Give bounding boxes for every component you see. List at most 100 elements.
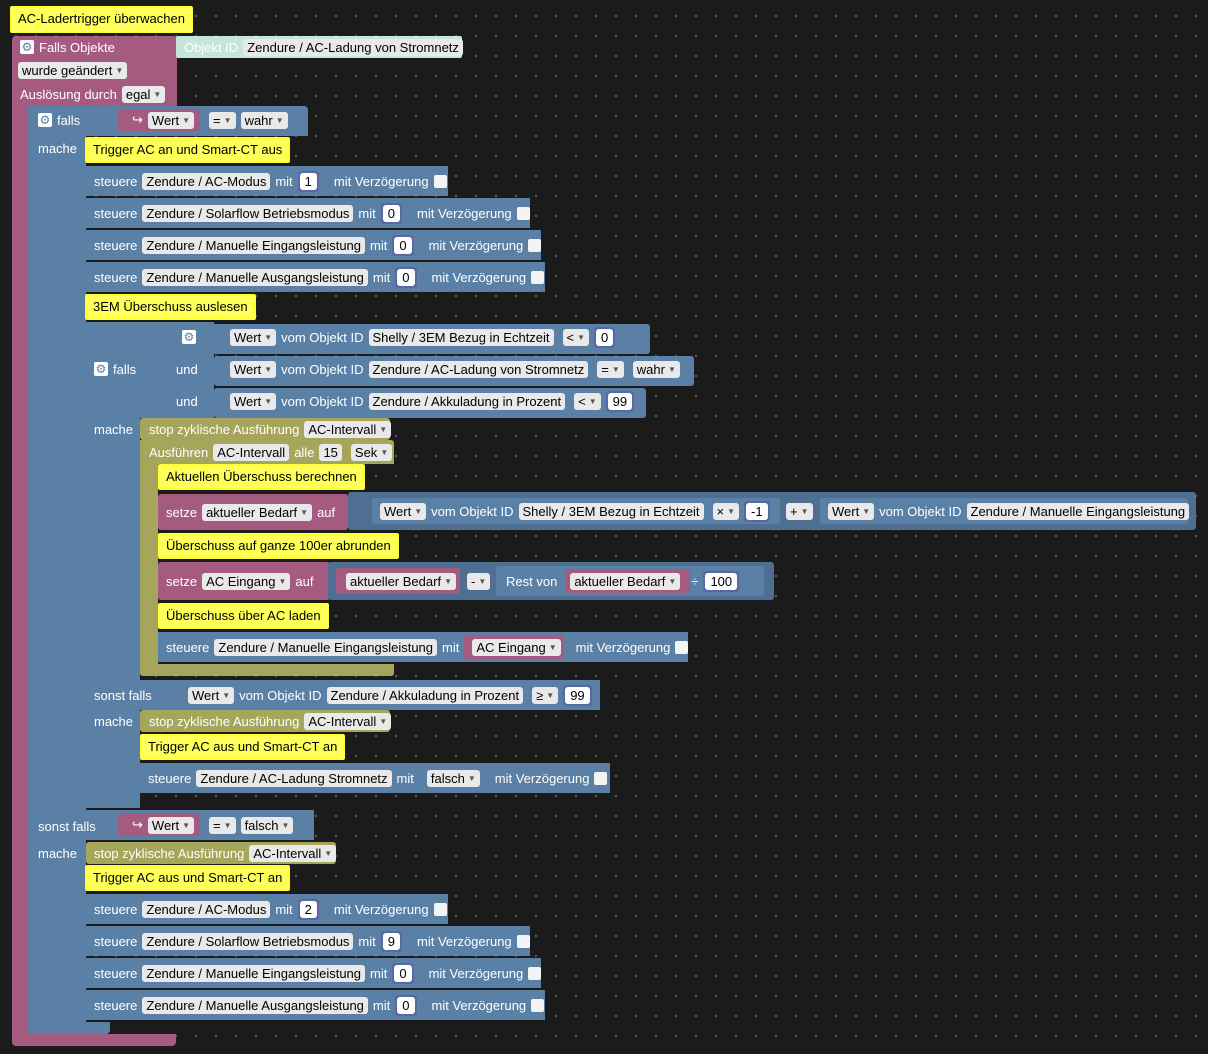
variable-dropdown[interactable]: AC Eingang▼ — [202, 572, 291, 590]
ausloesung-dropdown[interactable]: egal▼ — [121, 85, 166, 103]
op-dropdown[interactable]: <▼ — [574, 392, 601, 410]
wert-dropdown[interactable]: Wert▼ — [147, 111, 195, 129]
value-input[interactable]: 1 — [299, 172, 317, 190]
comment-charge[interactable]: Überschuss über AC laden — [158, 603, 329, 629]
object-field[interactable]: Shelly / 3EM Bezug in Echtzeit — [368, 328, 554, 346]
delay-checkbox[interactable] — [516, 934, 530, 948]
timer-dropdown[interactable]: AC-Intervall▼ — [304, 712, 392, 730]
variable-dropdown[interactable]: aktueller Bedarf▼ — [202, 503, 313, 521]
delay-checkbox[interactable] — [531, 270, 545, 284]
op-dropdown[interactable]: +▼ — [786, 502, 813, 520]
value-input[interactable]: 99 — [607, 392, 633, 410]
object-field[interactable]: Zendure / Manuelle Eingangsleistung — [966, 502, 1190, 520]
sonst-falls-label: sonst falls — [94, 687, 152, 703]
object-field[interactable]: Shelly / 3EM Bezug in Echtzeit — [518, 502, 704, 520]
value-dropdown[interactable]: falsch▼ — [240, 816, 294, 834]
variable-dropdown[interactable]: aktueller Bedarf▼ — [346, 572, 456, 590]
value-input[interactable]: 0 — [397, 268, 415, 286]
wert-dropdown[interactable]: Wert▼ — [828, 502, 875, 520]
unit-dropdown[interactable]: Sek▼ — [350, 443, 393, 461]
object-field[interactable]: Zendure / AC-Ladung Stromnetz — [196, 769, 392, 787]
gear-icon[interactable]: ⚙ — [94, 362, 108, 376]
value-input[interactable]: 0 — [596, 328, 614, 346]
delay-checkbox[interactable] — [516, 206, 530, 220]
value-input[interactable]: 0 — [394, 236, 412, 254]
object-field[interactable]: Zendure / Manuelle Eingangsleistung — [142, 236, 366, 254]
control-row-loop: steuere Zendure / Manuelle Eingangsleist… — [160, 634, 694, 660]
value-dropdown[interactable]: wahr▼ — [240, 111, 288, 129]
set-var-row-2: setze AC Eingang▼ auf — [166, 572, 314, 590]
control-row-b3: steuere Zendure / Manuelle Eingangsleist… — [88, 960, 547, 986]
op-dropdown[interactable]: -▼ — [466, 572, 491, 590]
value-input[interactable]: 2 — [299, 900, 317, 918]
value-input[interactable]: 100 — [705, 572, 738, 590]
value-dropdown[interactable]: wahr▼ — [632, 360, 680, 378]
op-dropdown[interactable]: <▼ — [562, 328, 590, 346]
delay-checkbox[interactable] — [528, 966, 542, 980]
op-dropdown[interactable]: ≥▼ — [532, 686, 559, 704]
object-field[interactable]: Zendure / AC-Modus — [142, 900, 271, 918]
object-field[interactable]: Zendure / Solarflow Betriebsmodus — [142, 932, 354, 950]
object-id-field[interactable]: Zendure / AC-Ladung von Stromnetz — [243, 38, 463, 56]
stop-timer-row-1: stop zyklische Ausführung AC-Intervall▼ — [143, 416, 397, 442]
return-arrow-icon: ↪ — [132, 817, 143, 832]
comment-trigger-ac-off-1[interactable]: Trigger AC aus und Smart-CT an — [140, 734, 346, 760]
object-field[interactable]: Zendure / AC-Modus — [142, 172, 271, 190]
value-input[interactable]: 0 — [394, 964, 412, 982]
value-input[interactable]: 99 — [565, 686, 590, 704]
object-field[interactable]: Zendure / Manuelle Ausgangsleistung — [142, 268, 368, 286]
comment-3em[interactable]: 3EM Überschuss auslesen — [85, 294, 256, 320]
event-dropdown[interactable]: wurde geändert▼ — [18, 61, 128, 79]
comment-trigger[interactable]: AC-Ladertrigger überwachen — [10, 6, 193, 33]
object-field[interactable]: Zendure / Manuelle Ausgangsleistung — [142, 996, 368, 1014]
wert-dropdown[interactable]: Wert▼ — [188, 686, 235, 704]
cond-inner-2-row: Wert▼ vom Objekt ID Zendure / AC-Ladung … — [224, 356, 686, 382]
timer-dropdown[interactable]: AC-Intervall▼ — [249, 844, 337, 862]
wert-dropdown[interactable]: Wert▼ — [230, 392, 277, 410]
timer-name-field[interactable]: AC-Intervall — [213, 443, 290, 461]
if-outer-footer — [28, 1022, 110, 1034]
comment-round[interactable]: Überschuss auf ganze 100er abrunden — [158, 533, 399, 559]
comment-trigger-ac-on[interactable]: Trigger AC an und Smart-CT aus — [85, 137, 291, 163]
comment-trigger-ac-off-2[interactable]: Trigger AC aus und Smart-CT an — [85, 865, 291, 891]
if-inner-mache-row-2: mache — [88, 708, 139, 734]
variable-dropdown[interactable]: aktueller Bedarf▼ — [570, 572, 681, 590]
und-label-row-2: und — [176, 393, 198, 409]
interval-input[interactable]: 15 — [319, 443, 342, 461]
delay-checkbox[interactable] — [528, 238, 542, 252]
object-field[interactable]: Zendure / Manuelle Eingangsleistung — [214, 638, 438, 656]
wert-dropdown[interactable]: Wert▼ — [230, 328, 277, 346]
if-inner-falls-row: ⚙ falls — [88, 356, 142, 382]
object-field[interactable]: Zendure / Manuelle Eingangsleistung — [142, 964, 366, 982]
value-input[interactable]: 0 — [382, 204, 400, 222]
comment-calc[interactable]: Aktuellen Überschuss berechnen — [158, 464, 365, 490]
delay-checkbox[interactable] — [531, 998, 545, 1012]
value-input[interactable]: 9 — [382, 932, 400, 950]
wert-dropdown[interactable]: Wert▼ — [230, 360, 277, 378]
trigger-block-footer — [12, 1034, 176, 1046]
gear-icon[interactable]: ⚙ — [182, 330, 196, 344]
cond-outer-1-row: ↪ Wert▼ =▼ wahr▼ — [126, 107, 294, 133]
gear-icon[interactable]: ⚙ — [20, 40, 34, 54]
delay-checkbox[interactable] — [433, 902, 447, 916]
op-dropdown[interactable]: =▼ — [597, 360, 624, 378]
wert-dropdown[interactable]: Wert▼ — [380, 502, 427, 520]
op-dropdown[interactable]: =▼ — [209, 111, 236, 129]
object-field[interactable]: Zendure / AC-Ladung von Stromnetz — [368, 360, 589, 378]
variable-dropdown[interactable]: AC Eingang▼ — [472, 638, 561, 656]
delay-checkbox[interactable] — [594, 771, 608, 785]
wert-dropdown[interactable]: Wert▼ — [147, 816, 195, 834]
timer-dropdown[interactable]: AC-Intervall▼ — [304, 420, 392, 438]
value-dropdown[interactable]: falsch▼ — [426, 769, 480, 787]
value-input[interactable]: -1 — [746, 502, 768, 520]
op-dropdown[interactable]: ×▼ — [712, 502, 740, 520]
object-field[interactable]: Zendure / Akkuladung in Prozent — [368, 392, 566, 410]
gear-icon[interactable]: ⚙ — [38, 113, 52, 127]
object-field[interactable]: Zendure / Solarflow Betriebsmodus — [142, 204, 354, 222]
delay-checkbox[interactable] — [433, 174, 447, 188]
delay-checkbox[interactable] — [675, 640, 689, 654]
math-expr-row-right: Wert▼ vom Objekt ID Zendure / Manuelle E… — [822, 498, 1195, 524]
op-dropdown[interactable]: =▼ — [209, 816, 236, 834]
value-input[interactable]: 0 — [397, 996, 415, 1014]
object-field[interactable]: Zendure / Akkuladung in Prozent — [326, 686, 524, 704]
